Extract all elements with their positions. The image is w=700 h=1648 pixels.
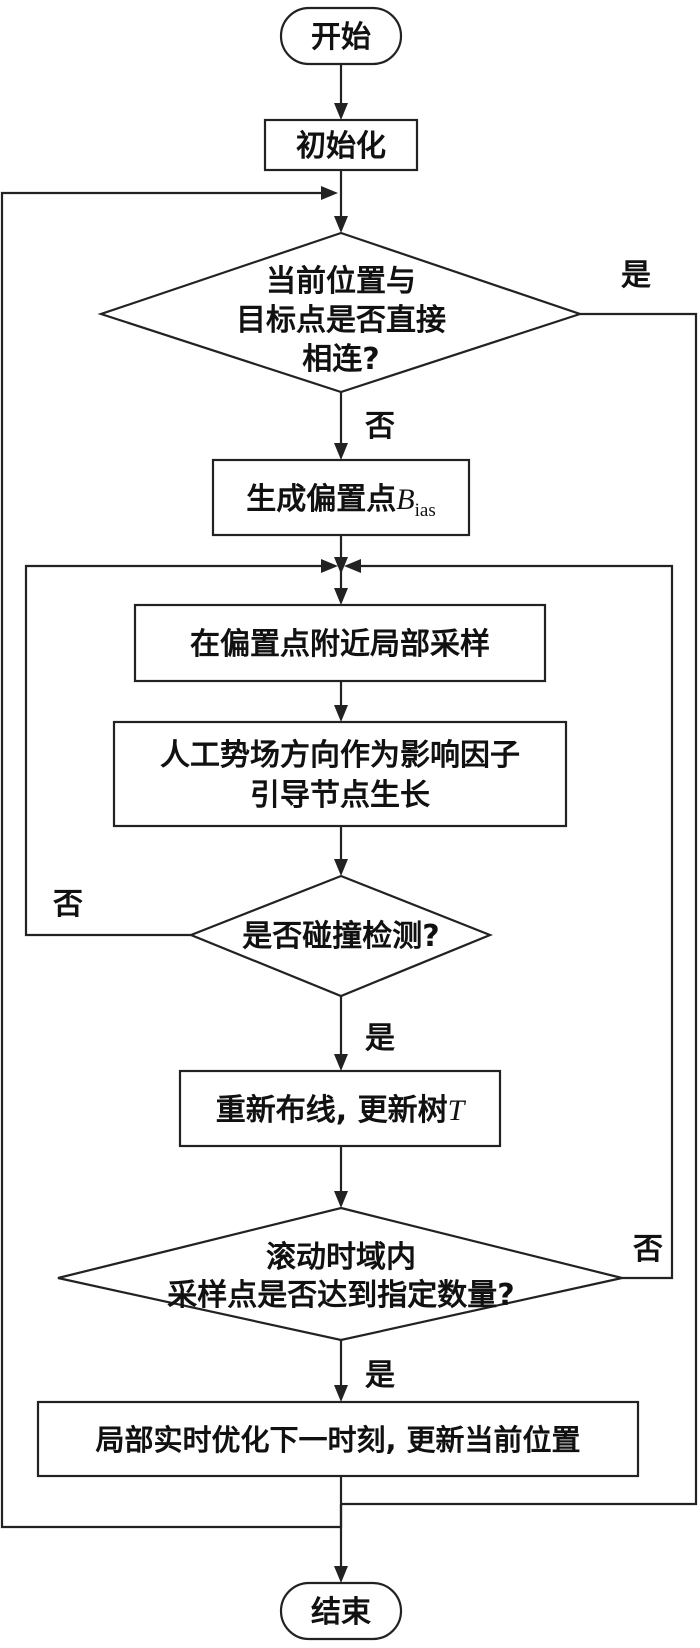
edge-check-yes-end — [341, 312, 698, 1506]
rolling-yes-label: 是 — [365, 1358, 395, 1393]
collision-decision: 是否碰撞检测? — [188, 874, 493, 998]
optimize-label: 局部实时优化下一时刻, 更新当前位置 — [95, 1423, 580, 1457]
rolling-line-1: 滚动时域内 — [266, 1240, 416, 1275]
apf-node: 人工势场方向作为影响因子 引导节点生长 — [112, 720, 568, 828]
arrowhead — [334, 1191, 348, 1208]
start-node: 开始 — [279, 6, 403, 66]
arrowhead — [334, 443, 348, 460]
arrowhead — [334, 705, 348, 722]
arrowhead — [334, 1566, 348, 1583]
end-label: 结束 — [311, 1595, 371, 1630]
arrowheads — [321, 103, 361, 1583]
rewire-node: 重新布线, 更新树T — [178, 1069, 502, 1148]
collision-yes-label: 是 — [365, 1021, 395, 1056]
arrowhead — [334, 859, 348, 876]
arrowhead — [334, 557, 348, 574]
rewire-label: 重新布线, 更新树T — [216, 1093, 467, 1128]
arrowhead — [334, 216, 348, 233]
check-connect-line-2: 目标点是否直接 — [236, 303, 446, 338]
start-label: 开始 — [311, 20, 371, 55]
init-node: 初始化 — [263, 118, 419, 172]
end-node: 结束 — [279, 1581, 403, 1641]
arrowhead — [321, 559, 338, 573]
arrowhead — [334, 1385, 348, 1402]
arrowhead — [344, 559, 361, 573]
arrowhead — [334, 103, 348, 120]
rolling-decision: 滚动时域内 采样点是否达到指定数量? — [57, 1206, 623, 1342]
arrowhead — [334, 1054, 348, 1071]
connect-yes-label: 是 — [621, 258, 651, 293]
connect-no-label: 否 — [365, 409, 395, 444]
rolling-no-label: 否 — [633, 1232, 663, 1267]
edge-optimize-loop — [0, 191, 343, 1529]
edge-collision-no-loop — [24, 564, 330, 937]
init-label: 初始化 — [296, 129, 386, 164]
collision-no-label: 否 — [53, 887, 83, 922]
check-connect-decision: 当前位置与 目标点是否直接 相连? — [97, 231, 584, 394]
gen-bias-variable: B — [396, 483, 414, 516]
edge-rolling-no-loop — [352, 564, 674, 1280]
arrowhead — [321, 186, 338, 200]
sample-node: 在偏置点附近局部采样 — [133, 603, 547, 683]
gen-bias-label: 生成偏置点Bias — [246, 482, 435, 521]
check-connect-line-3: 相连? — [302, 342, 379, 377]
gen-bias-node: 生成偏置点Bias — [211, 458, 471, 537]
gen-bias-subscript: ias — [415, 500, 436, 521]
arrowhead — [334, 588, 348, 605]
optimize-node: 局部实时优化下一时刻, 更新当前位置 — [36, 1400, 640, 1478]
check-connect-line-1: 当前位置与 — [266, 264, 416, 299]
apf-line-1: 人工势场方向作为影响因子 — [160, 738, 520, 773]
sample-label: 在偏置点附近局部采样 — [190, 627, 490, 662]
rewire-variable: T — [448, 1094, 467, 1127]
collision-label: 是否碰撞检测? — [242, 919, 439, 954]
apf-line-2: 引导节点生长 — [250, 778, 430, 813]
rolling-line-2: 采样点是否达到指定数量? — [167, 1278, 514, 1313]
connectors — [0, 64, 698, 1575]
